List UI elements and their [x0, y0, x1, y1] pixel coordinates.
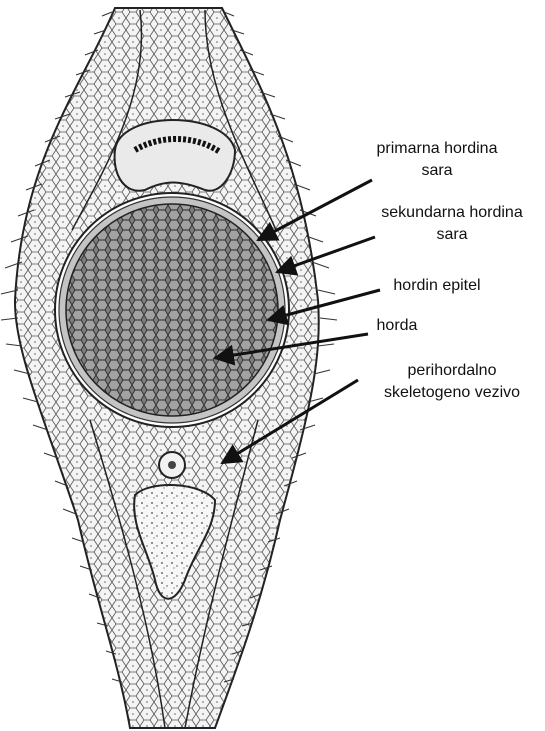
label-perichordal-line1: perihordalno: [408, 362, 497, 379]
label-notochord-epithelium: hordin epitel: [393, 277, 480, 294]
label-primary-sheath-line2: sara: [421, 162, 452, 179]
label-primary-sheath-line1: primarna hordina: [377, 140, 498, 157]
notochord: [55, 193, 289, 427]
label-notochord: horda: [377, 317, 418, 334]
blood-vessel: [159, 452, 185, 478]
neural-tube: [115, 120, 235, 191]
label-secondary-sheath-line2: sara: [436, 226, 467, 243]
label-secondary-sheath-line1: sekundarna hordina: [381, 204, 523, 221]
labels: primarna hordina sara sekundarna hordina…: [377, 140, 523, 401]
label-perichordal-line2: skeletogeno vezivo: [384, 384, 520, 401]
